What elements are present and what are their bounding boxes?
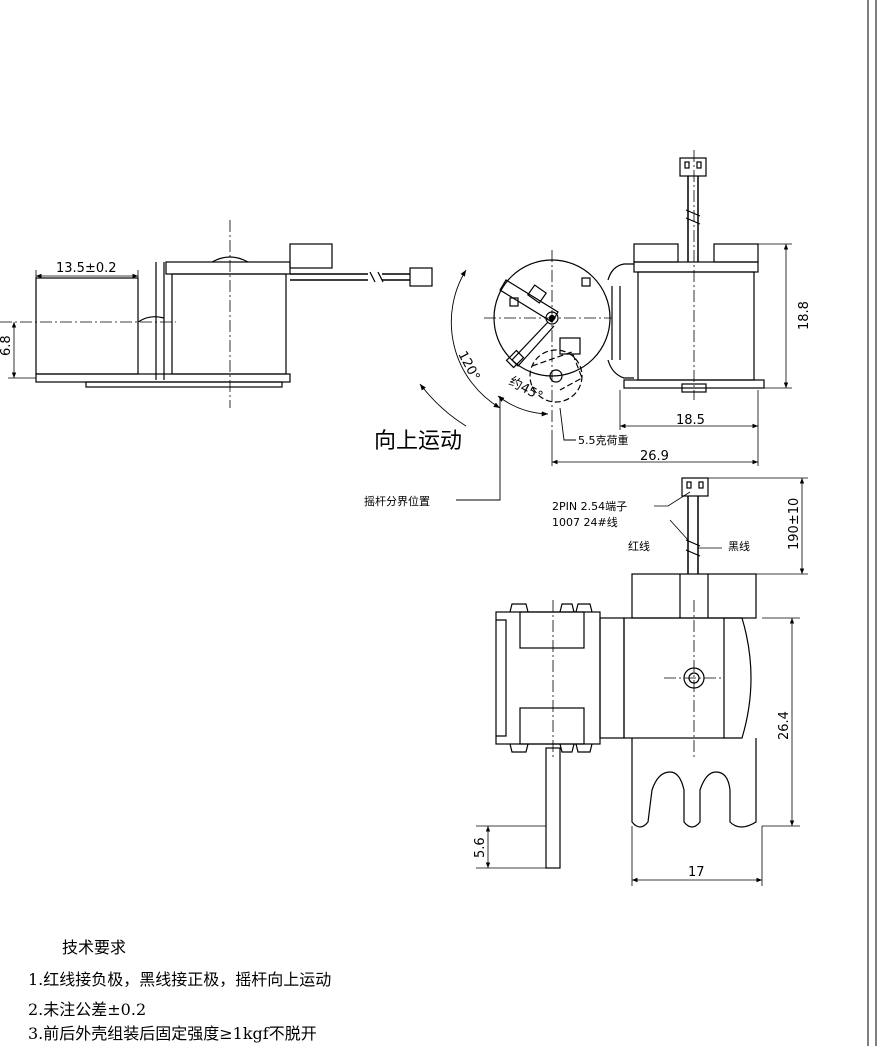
angle-total-dim: 120° bbox=[454, 349, 482, 384]
requirement-item: 1.红线接负极，黑线接正极，摇杆向上运动 bbox=[28, 970, 332, 989]
rotation-arcs bbox=[419, 269, 576, 501]
red-wire-label: 红线 bbox=[628, 539, 650, 553]
front-view bbox=[484, 150, 765, 440]
requirements-title: 技术要求 bbox=[62, 938, 127, 957]
bottom-dimensions bbox=[476, 477, 808, 886]
requirement-item: 2.未注公差±0.2 bbox=[28, 1000, 147, 1019]
bottom-leaders bbox=[654, 491, 722, 549]
wire-spec-label: 1007 24#线 bbox=[552, 515, 618, 529]
side-length-dim: 13.5±0.2 bbox=[56, 261, 117, 276]
boundary-label: 摇杆分界位置 bbox=[364, 494, 430, 508]
side-height-dim: 6.8 bbox=[0, 335, 14, 356]
motion-label: 向上运动 bbox=[374, 429, 462, 454]
side-view bbox=[0, 220, 433, 408]
connector-label: 2PIN 2.54端子 bbox=[552, 500, 627, 513]
bottom-width-dim: 17 bbox=[688, 865, 705, 880]
side-dimensions bbox=[8, 270, 139, 379]
lead-length-dim: 190±10 bbox=[787, 498, 802, 550]
front-height-dim: 18.8 bbox=[797, 301, 812, 330]
bottom-height-dim: 26.4 bbox=[777, 711, 792, 740]
load-label: 5.5克荷重 bbox=[578, 433, 629, 447]
front-width-dim: 18.5 bbox=[676, 413, 705, 428]
black-wire-label: 黑线 bbox=[728, 539, 750, 553]
angle-partial-dim: 约45° bbox=[506, 374, 545, 404]
overall-width-dim: 26.9 bbox=[640, 449, 669, 464]
shaft-offset-dim: 5.6 bbox=[473, 837, 488, 858]
bottom-view bbox=[495, 477, 757, 869]
front-dimensions bbox=[551, 243, 792, 466]
requirement-item: 3.前后外壳组装后固定强度≥1kgf不脱开 bbox=[28, 1024, 317, 1043]
